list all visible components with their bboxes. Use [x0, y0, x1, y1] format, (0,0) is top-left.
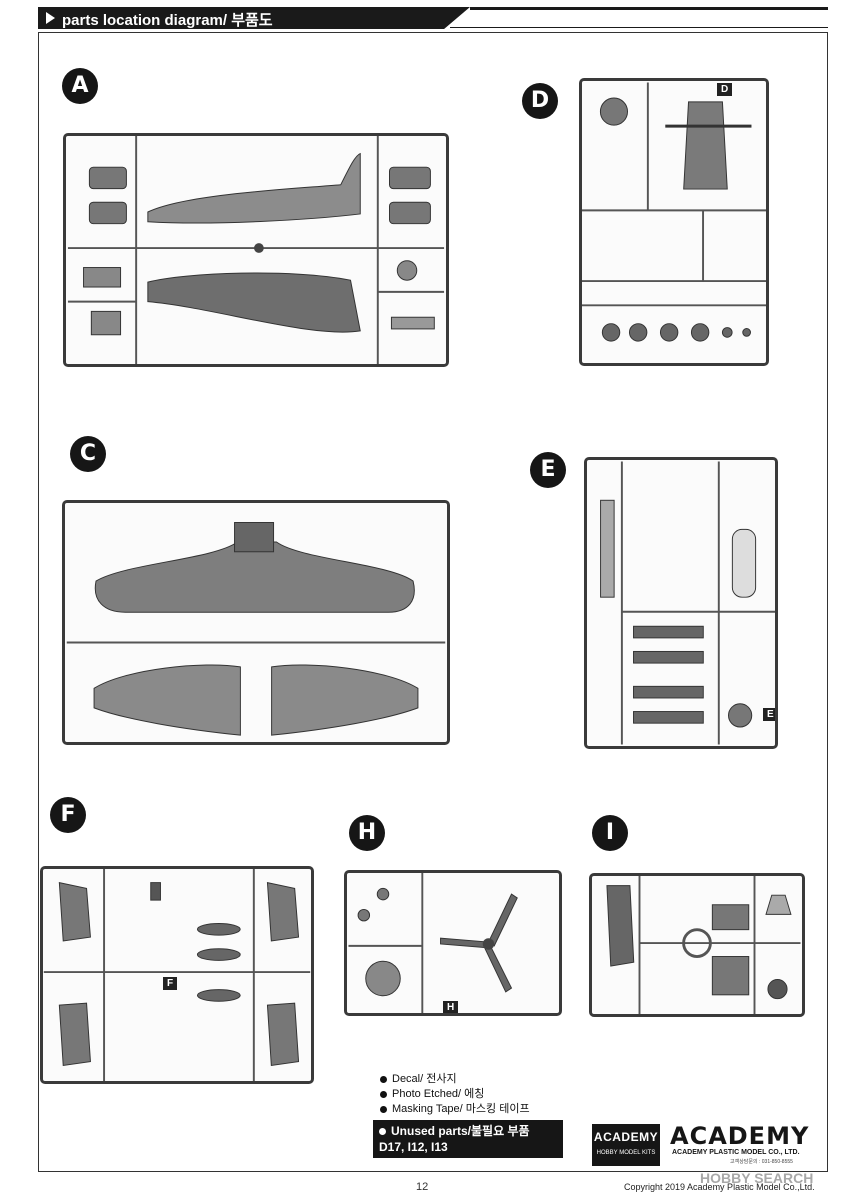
- sprue-label-a: A: [62, 68, 98, 104]
- sprue-h-parts: [348, 873, 518, 1013]
- watermark: HOBBY SEARCH: [700, 1170, 814, 1186]
- sprue-f-tag: F: [163, 977, 178, 990]
- bullet-icon: [380, 1091, 387, 1098]
- sprue-e: E: [584, 457, 778, 749]
- header-arrow-icon: [46, 12, 55, 24]
- company-name: ACADEMY PLASTIC MODEL CO., LTD.: [672, 1149, 800, 1156]
- unused-parts-list: D17, I12, I13: [379, 1140, 448, 1154]
- legend: Decal/ 전사지 Photo Etched/ 에칭 Masking Tape…: [380, 1072, 530, 1117]
- header-bar: [38, 7, 470, 29]
- unused-parts-title: Unused parts/불필요 부품: [391, 1124, 530, 1138]
- academy-hobby-logo: ACADEMY HOBBY MODEL KITS: [592, 1124, 660, 1166]
- sprue-c: [62, 500, 450, 745]
- bullet-icon: [379, 1127, 386, 1135]
- sprue-f-parts: [43, 869, 311, 1081]
- bullet-icon: [380, 1106, 387, 1113]
- sprue-e-parts: [600, 461, 775, 745]
- legend-item-masking-tape: Masking Tape/ 마스킹 테이프: [380, 1102, 530, 1117]
- header-rule-thin: [450, 27, 828, 28]
- sprue-label-d: D: [522, 83, 558, 119]
- sprue-i-parts: [606, 876, 801, 1014]
- sprue-label-f: F: [50, 797, 86, 833]
- page-frame: [38, 32, 828, 1172]
- sprue-label-c: C: [70, 436, 106, 472]
- customer-contact: 고객상담문의 : 031-850-8555: [730, 1159, 793, 1165]
- page-number: 12: [416, 1181, 429, 1193]
- page-title: parts location diagram/ 부품도: [62, 12, 273, 29]
- legend-item-decal: Decal/ 전사지: [380, 1072, 530, 1087]
- sprue-label-i: I: [592, 815, 628, 851]
- sprue-d-parts: [582, 82, 766, 342]
- sprue-i: [589, 873, 805, 1017]
- unused-parts-box: Unused parts/불필요 부품 D17, I12, I13: [373, 1120, 563, 1158]
- sprue-a-parts: [67, 136, 445, 364]
- sprue-h: H: [344, 870, 562, 1016]
- sprue-f: F: [40, 866, 314, 1084]
- copyright: Copyright 2019 Academy Plastic Model Co.…: [624, 1182, 815, 1192]
- bullet-icon: [380, 1076, 387, 1083]
- header-rule: [470, 7, 828, 10]
- sprue-h-tag: H: [443, 1001, 459, 1013]
- legend-item-photo-etched: Photo Etched/ 에칭: [380, 1087, 530, 1102]
- sprue-d-tag: D: [717, 83, 733, 96]
- sprue-e-tag: E: [763, 708, 775, 721]
- sprue-label-e: E: [530, 452, 566, 488]
- sprue-d: D: [579, 78, 769, 366]
- academy-wordmark: ACADEMY: [670, 1122, 810, 1150]
- sprue-c-parts: [66, 522, 446, 736]
- sprue-a: [63, 133, 449, 367]
- sprue-label-h: H: [349, 815, 385, 851]
